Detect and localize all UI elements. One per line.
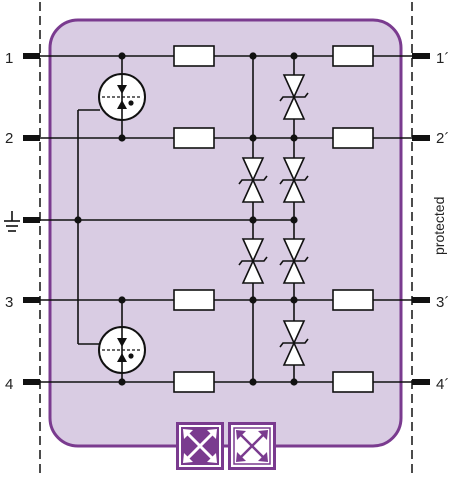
terminal-label-2-prime: 2´ (436, 130, 449, 147)
terminal-label-3: 3 (5, 294, 13, 311)
tvs-diode-icon (238, 74, 309, 366)
resistor-icon (173, 45, 374, 393)
protected-side-label: protected (431, 197, 447, 255)
earth-ground-icon (4, 211, 20, 232)
terminal-label-2: 2 (5, 130, 13, 147)
right-terminals (412, 53, 430, 385)
terminal-label-3-prime: 3´ (436, 294, 449, 311)
terminal-label-4: 4 (5, 376, 13, 393)
gas-discharge-tube-icon (98, 73, 146, 374)
junction-dots (74, 52, 298, 386)
terminal-label-1: 1 (5, 50, 13, 67)
terminal-label-4-prime: 4´ (436, 376, 449, 393)
expand-arrows-icon (176, 422, 276, 470)
left-terminals (23, 53, 40, 385)
terminal-label-1-prime: 1´ (436, 50, 449, 67)
